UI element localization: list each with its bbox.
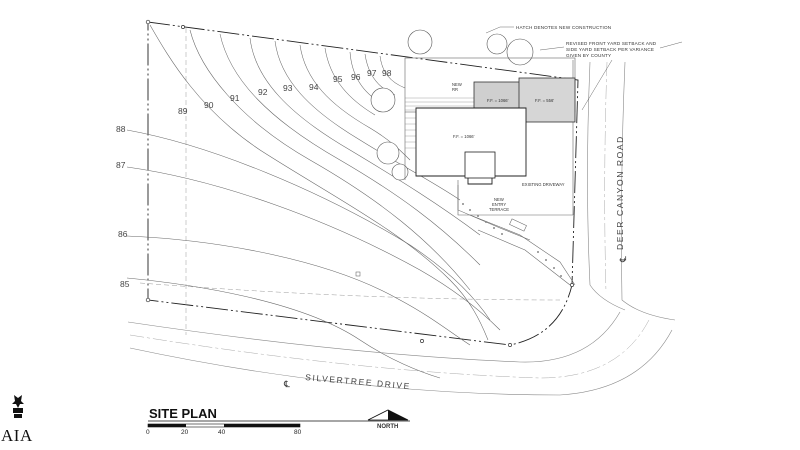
scale-label-20: 20 <box>181 429 189 436</box>
contour-label-97: 97 <box>367 68 377 78</box>
tree-icon <box>506 38 534 66</box>
main-house <box>415 107 527 185</box>
ff-main-label: F.F. = 1066' <box>453 134 475 139</box>
deer-canyon-centerline-icon: ℄ <box>618 256 628 263</box>
tree-icon <box>486 33 508 55</box>
ff-new-b-label: F.F. = 556' <box>535 98 554 103</box>
new-small-label-2: RR <box>452 87 458 92</box>
note-setback-2: SIDE YARD SETBACK PER VARIANCE <box>566 47 654 52</box>
entry-terrace <box>457 185 576 286</box>
contour-label-91: 91 <box>230 93 240 103</box>
property-boundary <box>147 21 579 346</box>
contour-label-85: 85 <box>120 279 130 289</box>
tree-icon <box>407 29 433 55</box>
contour-label-95: 95 <box>333 74 343 84</box>
contour-label-88: 88 <box>116 124 126 134</box>
building-labels: F.F. = 1066' F.F. = 1066' F.F. = 556' EX… <box>452 82 565 212</box>
new-building-b <box>518 77 576 123</box>
entry-label-1: NEW <box>494 197 504 202</box>
contour-label-96: 96 <box>351 72 361 82</box>
aia-logo: AIA <box>1 395 33 445</box>
scale-bar: 0 20 40 80 <box>146 423 302 436</box>
road-lines <box>127 61 676 396</box>
survey-marker <box>355 271 361 277</box>
scale-label-0: 0 <box>146 429 150 436</box>
silvertree-drive-label: SILVERTREE DRIVE <box>305 372 412 391</box>
scale-label-40: 40 <box>218 429 226 436</box>
page-title: SITE PLAN <box>149 406 217 421</box>
tree-icons <box>370 29 534 181</box>
existing-driveway-label: EXISTING DRIVEWAY <box>522 182 565 187</box>
title-block: SITE PLAN 0 20 40 80 NORTH <box>146 406 410 436</box>
north-arrow-icon <box>367 409 409 421</box>
tree-icon <box>376 141 400 165</box>
note-setback-3: GIVEN BY COUNTY <box>566 53 611 58</box>
contour-label-90: 90 <box>204 100 214 110</box>
road-centerlines <box>129 61 651 379</box>
note-hatch: HATCH DENOTES NEW CONSTRUCTION <box>516 25 611 30</box>
contour-label-86: 86 <box>118 229 128 239</box>
silvertree-centerline-icon: ℄ <box>283 379 290 389</box>
tree-icon <box>370 87 396 113</box>
ff-new-a-label: F.F. = 1066' <box>487 98 509 103</box>
eagle-icon <box>12 395 24 418</box>
entry-label-2: ENTRY <box>492 202 506 207</box>
entry-label-3: TERRACE <box>489 207 509 212</box>
contour-lines <box>126 24 501 379</box>
contour-label-98: 98 <box>382 68 392 78</box>
north-label: NORTH <box>377 424 398 430</box>
tree-icon <box>391 163 409 181</box>
contour-label-93: 93 <box>283 83 293 93</box>
scale-label-80: 80 <box>294 429 302 436</box>
path-dots <box>462 203 562 277</box>
setback-lines <box>139 28 561 335</box>
notes: HATCH DENOTES NEW CONSTRUCTION REVISED F… <box>485 25 683 111</box>
contour-label-92: 92 <box>258 87 268 97</box>
new-small-label-1: NEW <box>452 82 462 87</box>
note-setback-1: REVISED FRONT YARD SETBACK AND <box>566 41 657 46</box>
house-entry-bay <box>464 151 496 179</box>
contour-label-94: 94 <box>309 82 319 92</box>
contour-label-89: 89 <box>178 106 188 116</box>
contour-labels: 85 86 87 88 89 90 91 92 93 94 95 96 97 9… <box>116 68 392 289</box>
deer-canyon-road-label: DEER CANYON ROAD <box>615 135 625 250</box>
boundary-corners <box>145 19 574 347</box>
aia-logo-text: AIA <box>1 426 33 445</box>
contour-label-87: 87 <box>116 160 126 170</box>
